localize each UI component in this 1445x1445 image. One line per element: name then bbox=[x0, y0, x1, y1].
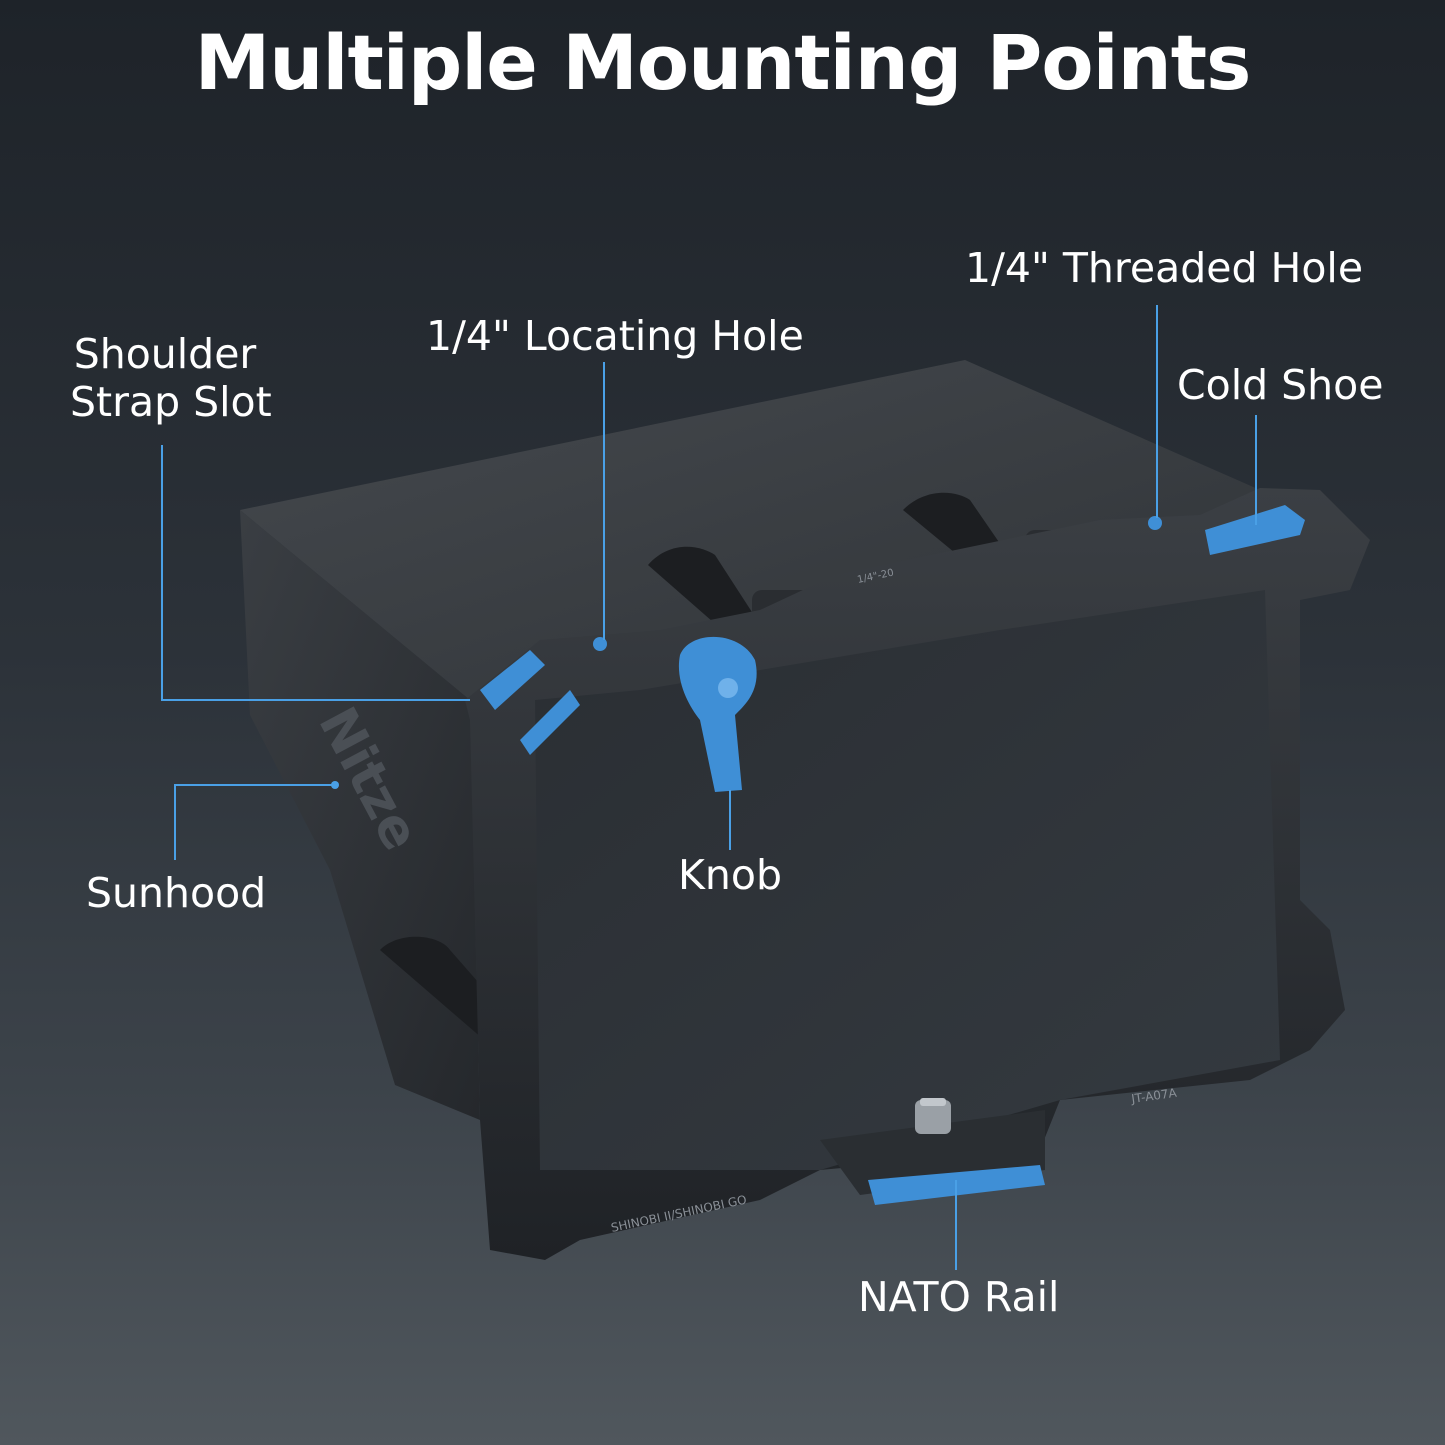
page-title: Multiple Mounting Points bbox=[194, 18, 1252, 107]
sunhood-label: Sunhood bbox=[86, 869, 267, 917]
shoulder-strap-callout-line bbox=[161, 445, 470, 701]
nato-rail-label: NATO Rail bbox=[858, 1273, 1060, 1321]
sunhood-callout-line bbox=[174, 784, 335, 860]
callout-dots bbox=[331, 781, 339, 789]
threaded-hole-label: 1/4" Threaded Hole bbox=[965, 244, 1364, 292]
nato-screw bbox=[915, 1098, 951, 1134]
shoulder-strap-label-line2: Strap Slot bbox=[70, 378, 272, 427]
shoulder-strap-label-line1: Shoulder bbox=[73, 330, 257, 378]
knob-label: Knob bbox=[678, 851, 782, 899]
shoulder-strap-slot-label: Shoulder Strap Slot bbox=[70, 330, 272, 427]
model-marking: JT-A07A bbox=[1129, 1086, 1178, 1106]
callout-lines bbox=[161, 305, 1257, 1270]
cold-shoe-label: Cold Shoe bbox=[1177, 361, 1384, 409]
locating-hole-label: 1/4" Locating Hole bbox=[426, 312, 804, 360]
knob-illustration bbox=[678, 636, 757, 792]
